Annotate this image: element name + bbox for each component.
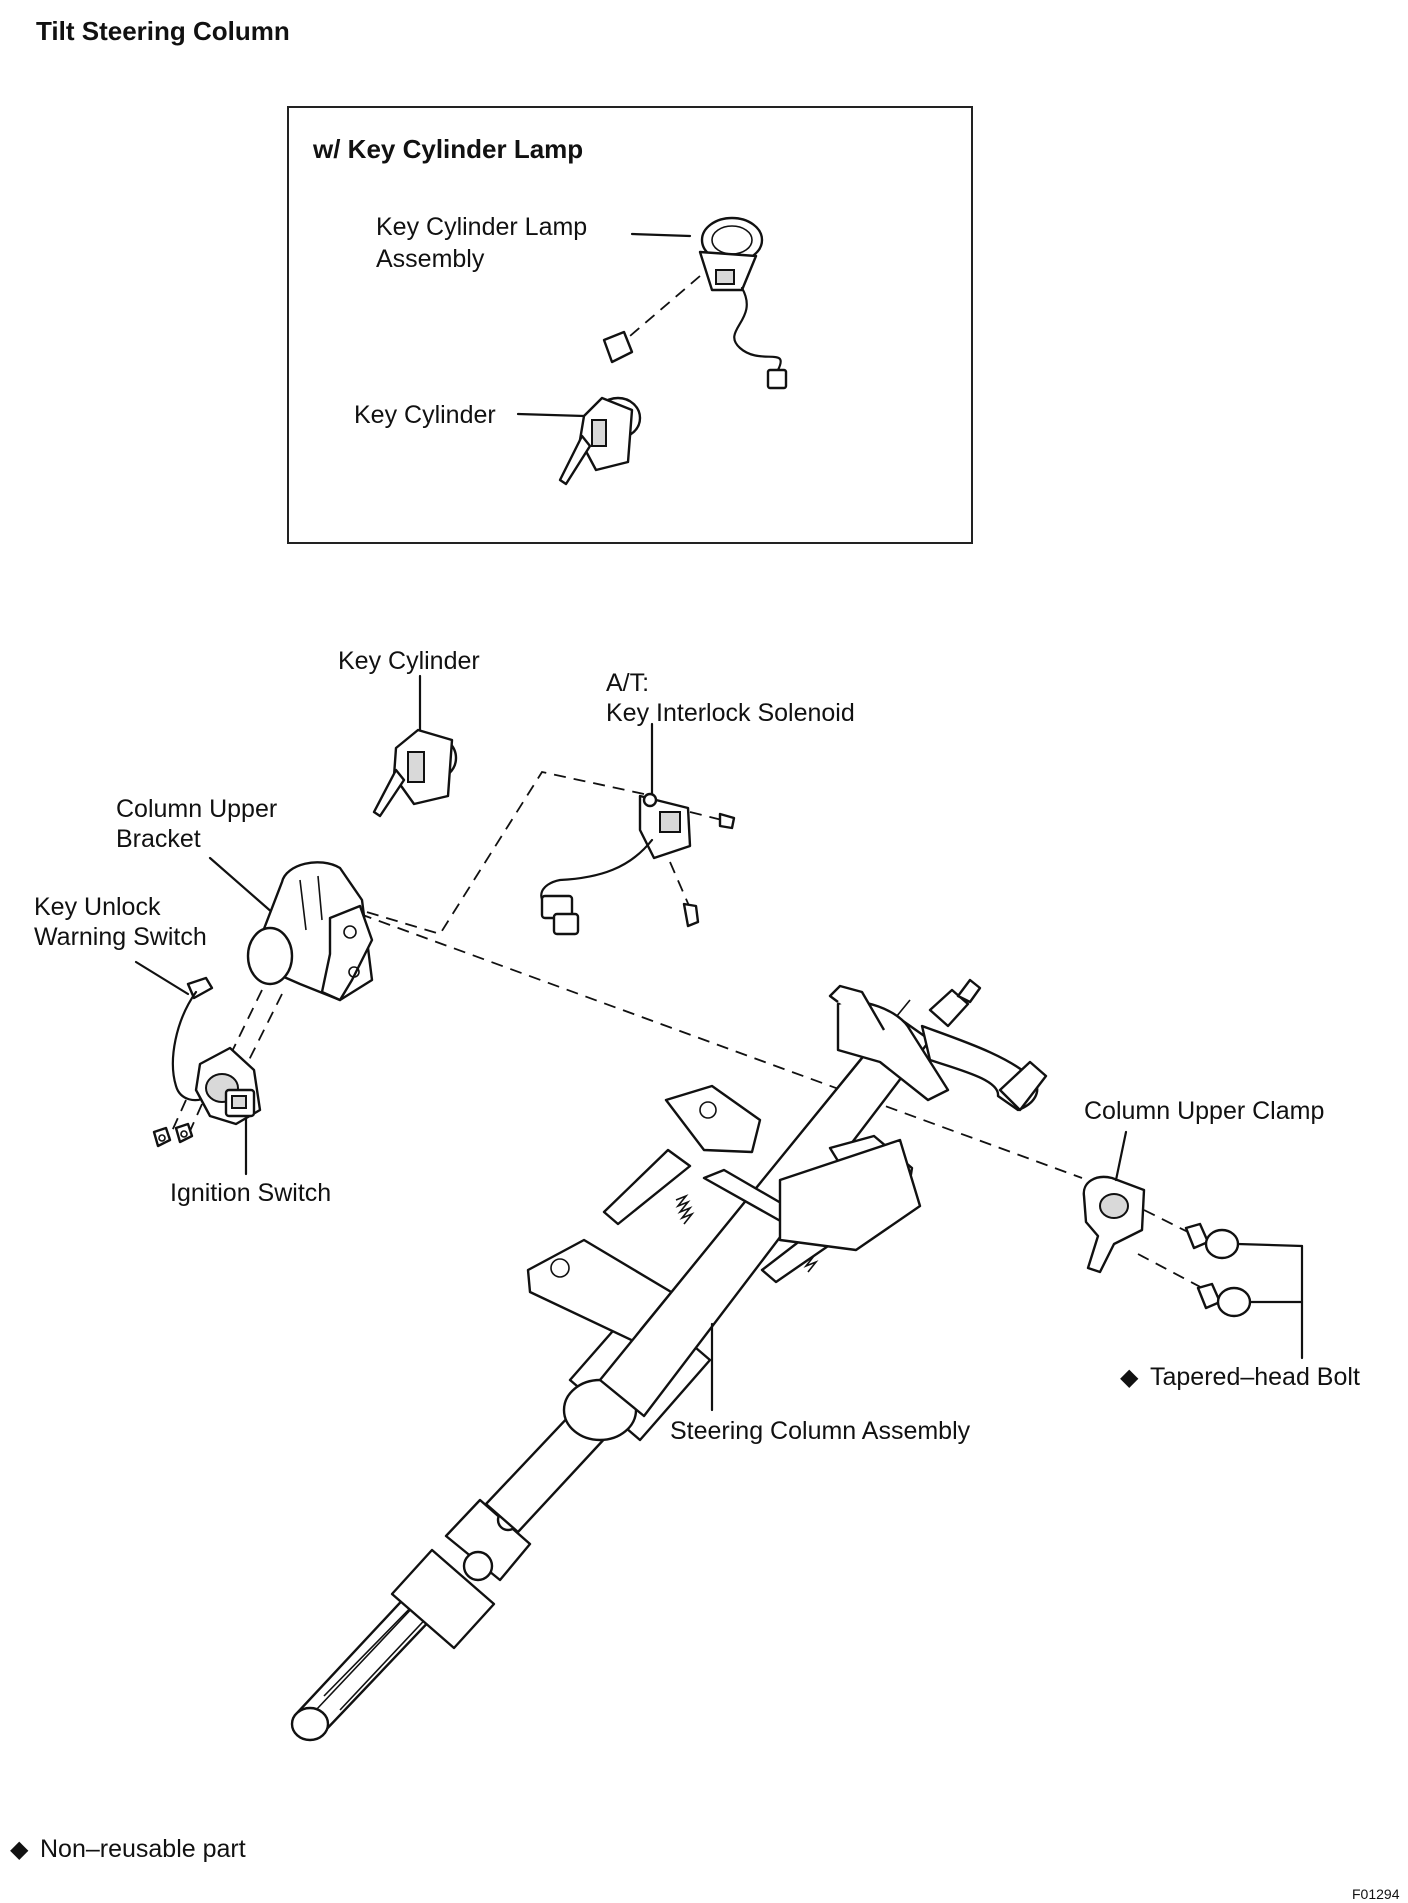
- label-ignition-switch: Ignition Switch: [170, 1179, 332, 1207]
- ignition-switch-drawing: [152, 1046, 262, 1176]
- label-key-cylinder-lamp-2: Assembly: [376, 245, 485, 273]
- label-key-unlock-1: Key Unlock: [34, 893, 161, 921]
- label-column-upper-clamp: Column Upper Clamp: [1084, 1097, 1325, 1125]
- inset-title: w/ Key Cylinder Lamp: [313, 134, 584, 164]
- label-steering-column-assembly: Steering Column Assembly: [670, 1417, 971, 1445]
- legend-text: Non–reusable part: [40, 1835, 246, 1863]
- label-column-upper-bracket-2: Bracket: [116, 825, 201, 853]
- label-key-cylinder: Key Cylinder: [338, 647, 480, 675]
- label-tapered-head-bolt: Tapered–head Bolt: [1150, 1363, 1360, 1391]
- key-unlock-warning-switch-drawing: [134, 960, 214, 1102]
- page-title: Tilt Steering Column: [36, 16, 290, 46]
- leader-column-upper-clamp: [1114, 1130, 1128, 1182]
- key-cylinder-lamp-assembly-drawing: [602, 216, 788, 390]
- tapered-bolt-symbol: ◆: [1120, 1364, 1139, 1391]
- label-key-interlock-solenoid: Key Interlock Solenoid: [606, 699, 855, 727]
- inset-box: w/ Key Cylinder Lamp: [287, 106, 973, 544]
- key-interlock-solenoid-drawing: [540, 722, 736, 936]
- key-cylinder-drawing: [372, 674, 458, 818]
- key-cylinder-inset-drawing: [516, 396, 642, 486]
- legend-symbol: ◆: [10, 1836, 29, 1863]
- label-key-cylinder-lamp-1: Key Cylinder Lamp: [376, 213, 588, 241]
- column-upper-bracket-drawing: [208, 856, 374, 1002]
- steering-column-drawing: [290, 978, 1048, 1742]
- label-key-cylinder-inset: Key Cylinder: [354, 401, 496, 429]
- label-at: A/T:: [606, 669, 650, 697]
- column-upper-clamp-drawing: [1082, 1175, 1207, 1291]
- label-column-upper-bracket-1: Column Upper: [116, 795, 278, 823]
- label-key-unlock-2: Warning Switch: [34, 923, 207, 951]
- tapered-head-bolt-drawing: [1184, 1222, 1304, 1360]
